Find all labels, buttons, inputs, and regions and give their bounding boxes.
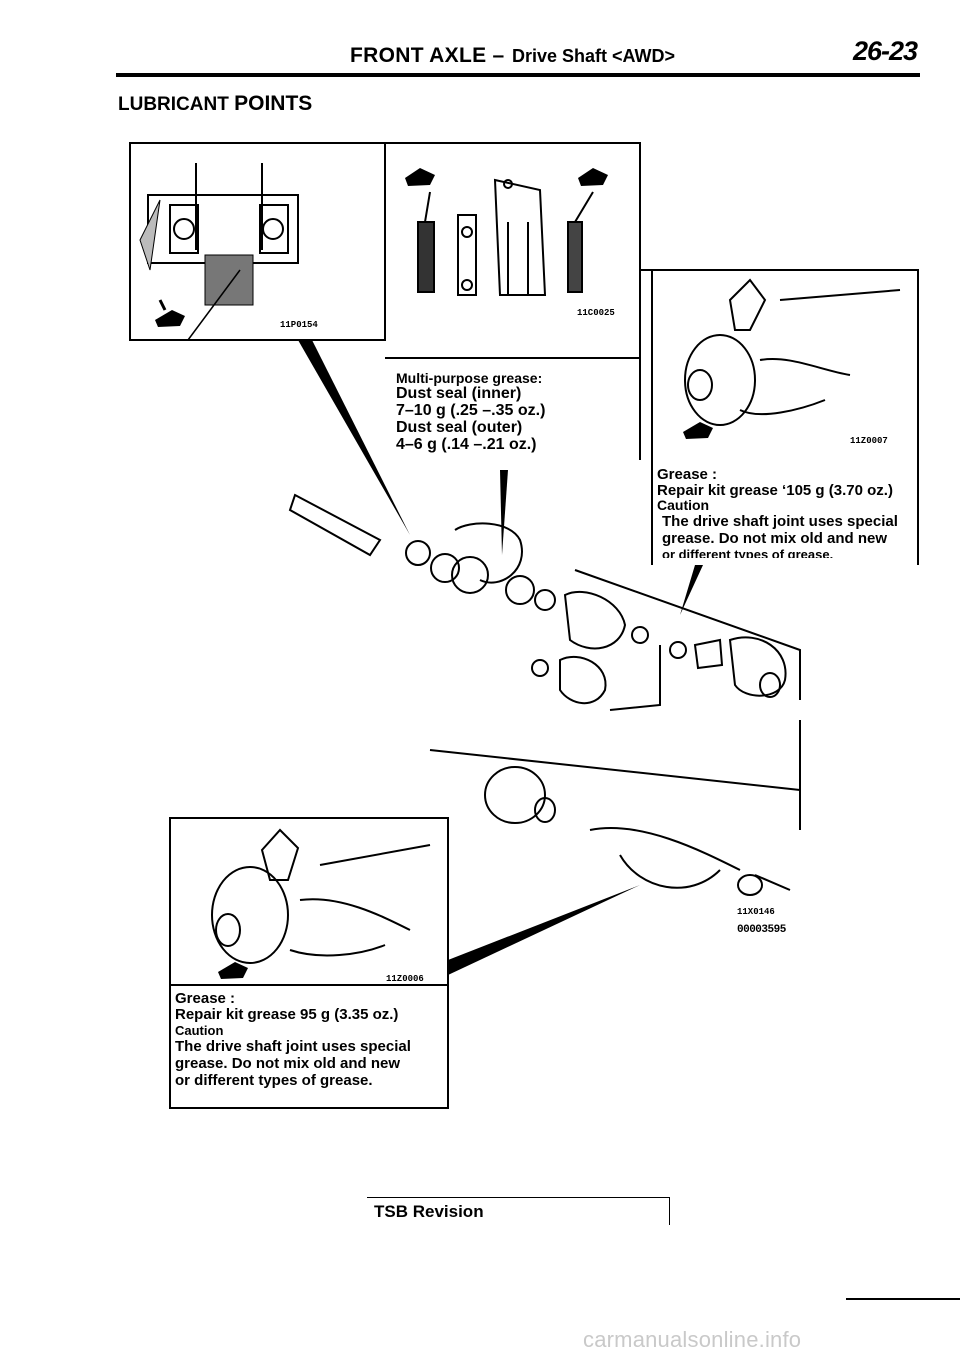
tsb-revision-label: TSB Revision [374, 1202, 484, 1221]
grease-gun-icon [155, 299, 185, 327]
dust-seal-parts [417, 178, 594, 296]
seal-cross-section [139, 163, 299, 341]
footer-rule [846, 1298, 960, 1300]
seal-parts-frame [385, 142, 641, 460]
header-subsection-title: Drive Shaft <AWD> [512, 46, 676, 66]
dust-seal-outer-label: Dust seal (outer) [396, 419, 523, 436]
header-section-title: FRONT AXLE – [350, 44, 505, 67]
tsb-revision-box [367, 1197, 670, 1225]
left-repair-line: Repair kit grease 95 g (3.35 oz.) [175, 1006, 399, 1023]
grease-gun-icon [405, 168, 608, 186]
figure-id: 00003595 [737, 924, 786, 936]
figure-code-assembly: 11X0146 [737, 907, 775, 917]
page-number: 26-23 [853, 36, 918, 66]
watermark: carmanualsonline.info [583, 1327, 802, 1352]
figure-code-joint-left: 11Z0006 [386, 974, 424, 984]
grease-gun-icon [218, 962, 248, 979]
figure-code-seal-right: 11C0025 [577, 308, 615, 318]
section-title-part1: LUBRICANT [118, 94, 229, 115]
right-grease-heading: Grease : [657, 466, 718, 483]
joint-left-illustration [211, 828, 431, 964]
dust-seal-outer-amount: 4–6 g (.14 –.21 oz.) [396, 436, 537, 453]
seal-section-frame [129, 142, 386, 341]
left-caution-line2: grease. Do not mix old and new [175, 1055, 401, 1072]
dust-seal-inner-label: Dust seal (inner) [396, 385, 522, 402]
figure-code-seal-left: 11P0154 [280, 320, 318, 330]
right-caution-label: Caution [657, 497, 710, 513]
grease-gun-icon [683, 422, 713, 439]
right-caution-line1: The drive shaft joint uses special [662, 513, 898, 530]
drive-shaft-assembly [288, 493, 801, 896]
section-title: LUBRICANT POINTS [118, 92, 312, 116]
dust-seal-inner-amount: 7–10 g (.25 –.35 oz.) [396, 402, 546, 419]
joint-right-illustration [684, 278, 901, 426]
leader-lines [298, 340, 703, 975]
right-repair-line: Repair kit grease ‘105 g (3.70 oz.) [657, 482, 893, 499]
dust-seal-heading: Multi-purpose grease: [396, 370, 543, 386]
figure-code-joint-right: 11Z0007 [850, 436, 888, 446]
left-caution-label: Caution [175, 1023, 224, 1038]
right-caution-line3: or different types of grease. [662, 547, 834, 558]
header-rule [116, 73, 920, 77]
section-title-part2: POINTS [234, 92, 313, 115]
left-grease-heading: Grease : [175, 990, 236, 1007]
left-caution-line1: The drive shaft joint uses special [175, 1038, 411, 1055]
joint-left-frame [169, 817, 449, 1109]
joint-right-frame [640, 269, 919, 565]
left-caution-line3: or different types of grease. [175, 1072, 373, 1089]
right-caution-line2: grease. Do not mix old and new [662, 530, 888, 547]
